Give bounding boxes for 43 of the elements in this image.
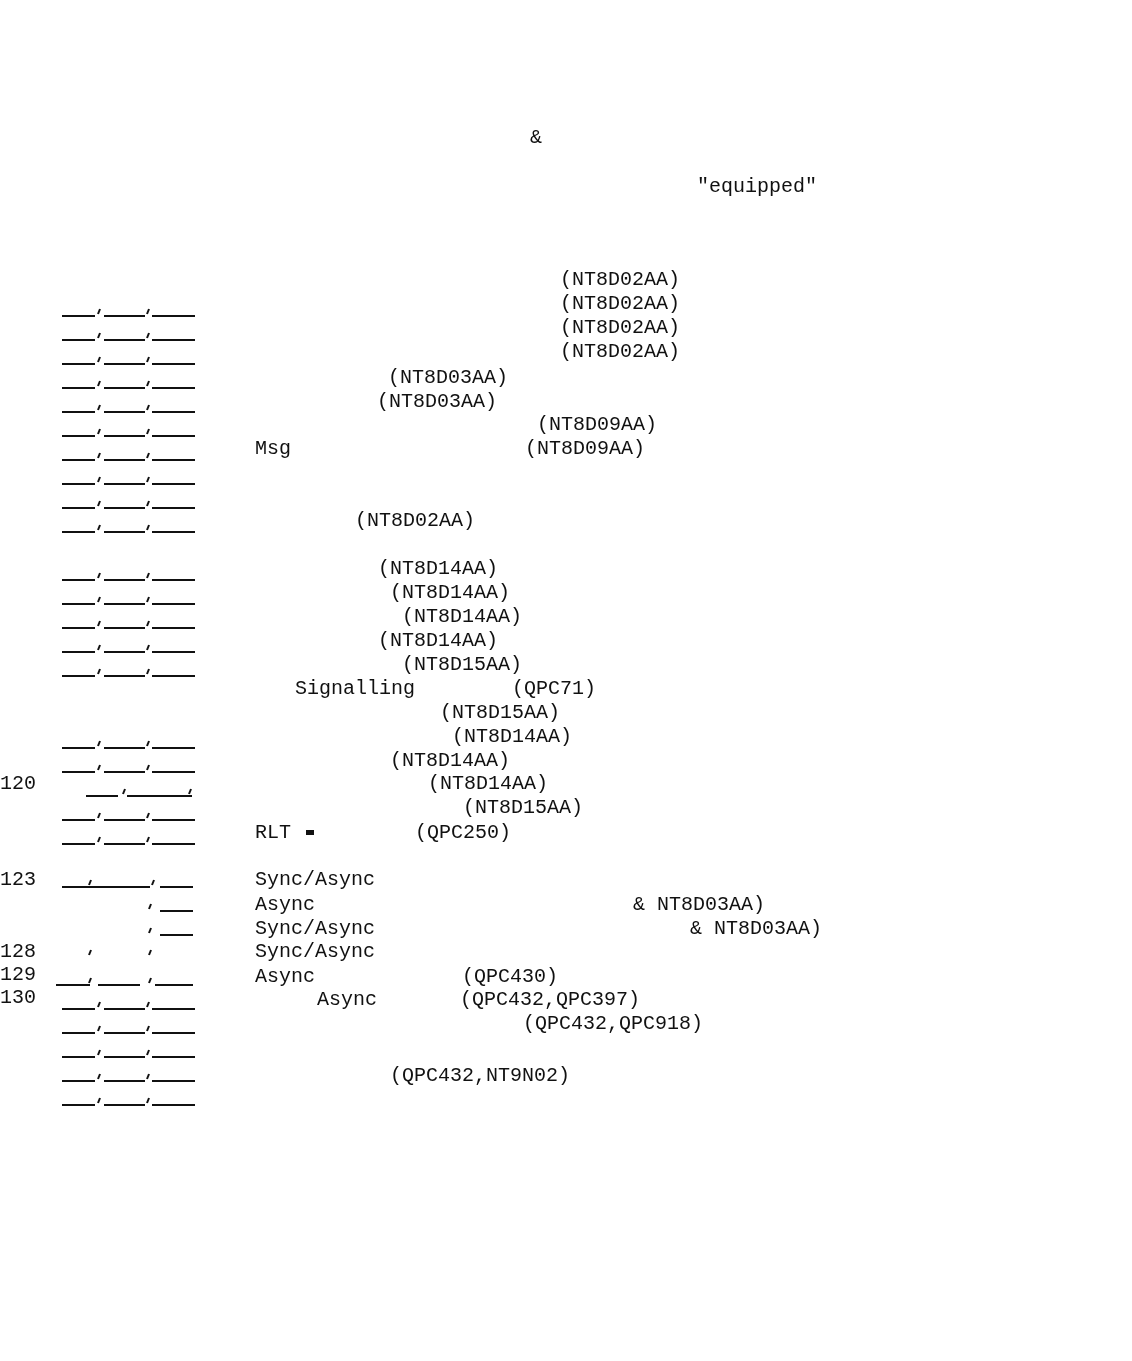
label-text: (NT8D02AA)	[560, 293, 681, 315]
label-text: RLT	[255, 822, 291, 844]
label-text: (NT8D15AA)	[463, 797, 584, 819]
row-number: 120	[0, 773, 36, 795]
label-text: (NT8D02AA)	[355, 510, 476, 532]
row-number: 128	[0, 941, 36, 963]
label-text: (NT8D14AA)	[402, 606, 523, 628]
label-text: (NT8D09AA)	[525, 438, 646, 460]
label-text: Async	[317, 989, 377, 1011]
label-text: & NT8D03AA)	[633, 894, 766, 916]
label-text: (NT8D09AA)	[537, 414, 658, 436]
label-text: (NT8D14AA)	[390, 750, 511, 772]
row-number: 130	[0, 987, 36, 1009]
label-text: (NT8D03AA)	[388, 367, 509, 389]
label-text: (NT8D14AA)	[428, 773, 549, 795]
label-text: & NT8D03AA)	[690, 918, 823, 940]
label-text: (NT8D02AA)	[560, 341, 681, 363]
label-text: Sync/Async	[255, 918, 376, 940]
label-text: (NT8D14AA)	[452, 726, 573, 748]
label-text: (NT8D15AA)	[402, 654, 523, 676]
label-text: Async	[255, 966, 315, 988]
label-text: (NT8D14AA)	[378, 630, 499, 652]
label-text: (NT8D03AA)	[377, 391, 498, 413]
label-text: (QPC432,NT9N02)	[390, 1065, 571, 1087]
label-text: &	[530, 127, 542, 149]
label-text: (NT8D02AA)	[560, 317, 681, 339]
label-text: (NT8D14AA)	[378, 558, 499, 580]
row-number: 129	[0, 964, 36, 986]
label-text: (QPC432,QPC397)	[460, 989, 641, 1011]
label-text: Msg	[255, 438, 291, 460]
row-number: 123	[0, 869, 36, 891]
label-text: Sync/Async	[255, 941, 376, 963]
label-text: (NT8D02AA)	[560, 269, 681, 291]
label-text: (QPC430)	[462, 966, 558, 988]
label-text: Signalling	[295, 678, 416, 700]
label-text: (NT8D15AA)	[440, 702, 561, 724]
label-text: Async	[255, 894, 315, 916]
label-text: (QPC250)	[415, 822, 511, 844]
label-text: Sync/Async	[255, 869, 376, 891]
label-text: (QPC432,QPC918)	[523, 1013, 704, 1035]
label-text: "equipped"	[697, 176, 818, 198]
label-text: (QPC71)	[512, 678, 596, 700]
label-text: (NT8D14AA)	[390, 582, 511, 604]
